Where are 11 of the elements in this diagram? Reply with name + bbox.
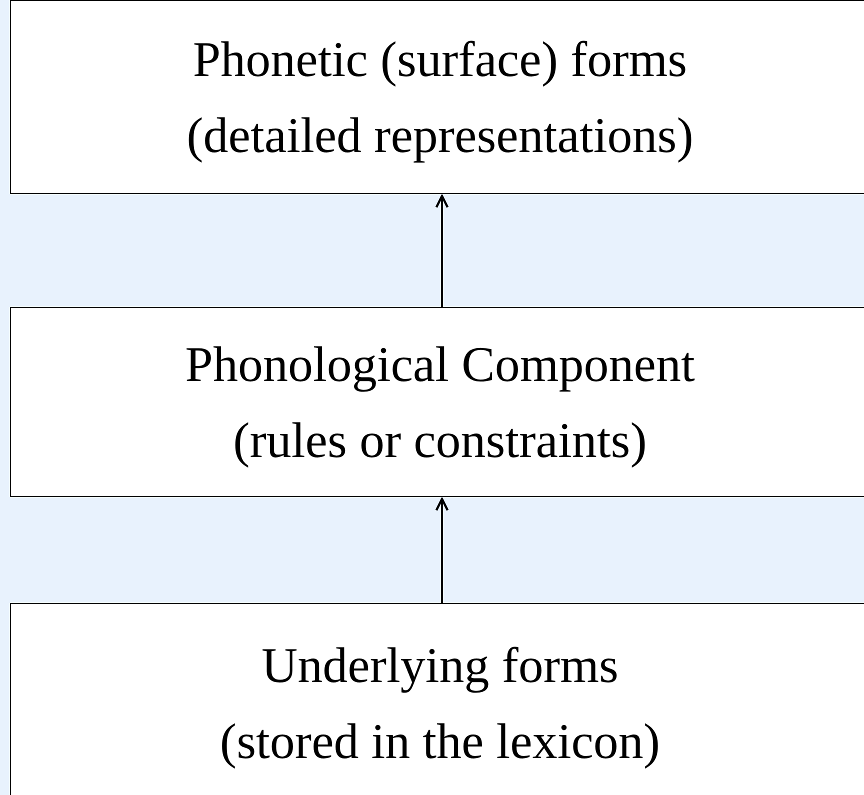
arrow [435,194,449,307]
box-text: (stored in the lexicon) [220,712,660,771]
process-box [10,0,864,194]
box-text: (rules or constraints) [233,411,647,470]
process-box [10,307,864,497]
box-text: Phonetic (surface) forms [192,30,688,89]
arrow [435,498,449,603]
box-text: Underlying forms [262,636,618,695]
process-box [10,603,864,795]
box-text: Phonological Component [185,335,695,394]
box-text: (detailed representations) [186,106,694,165]
